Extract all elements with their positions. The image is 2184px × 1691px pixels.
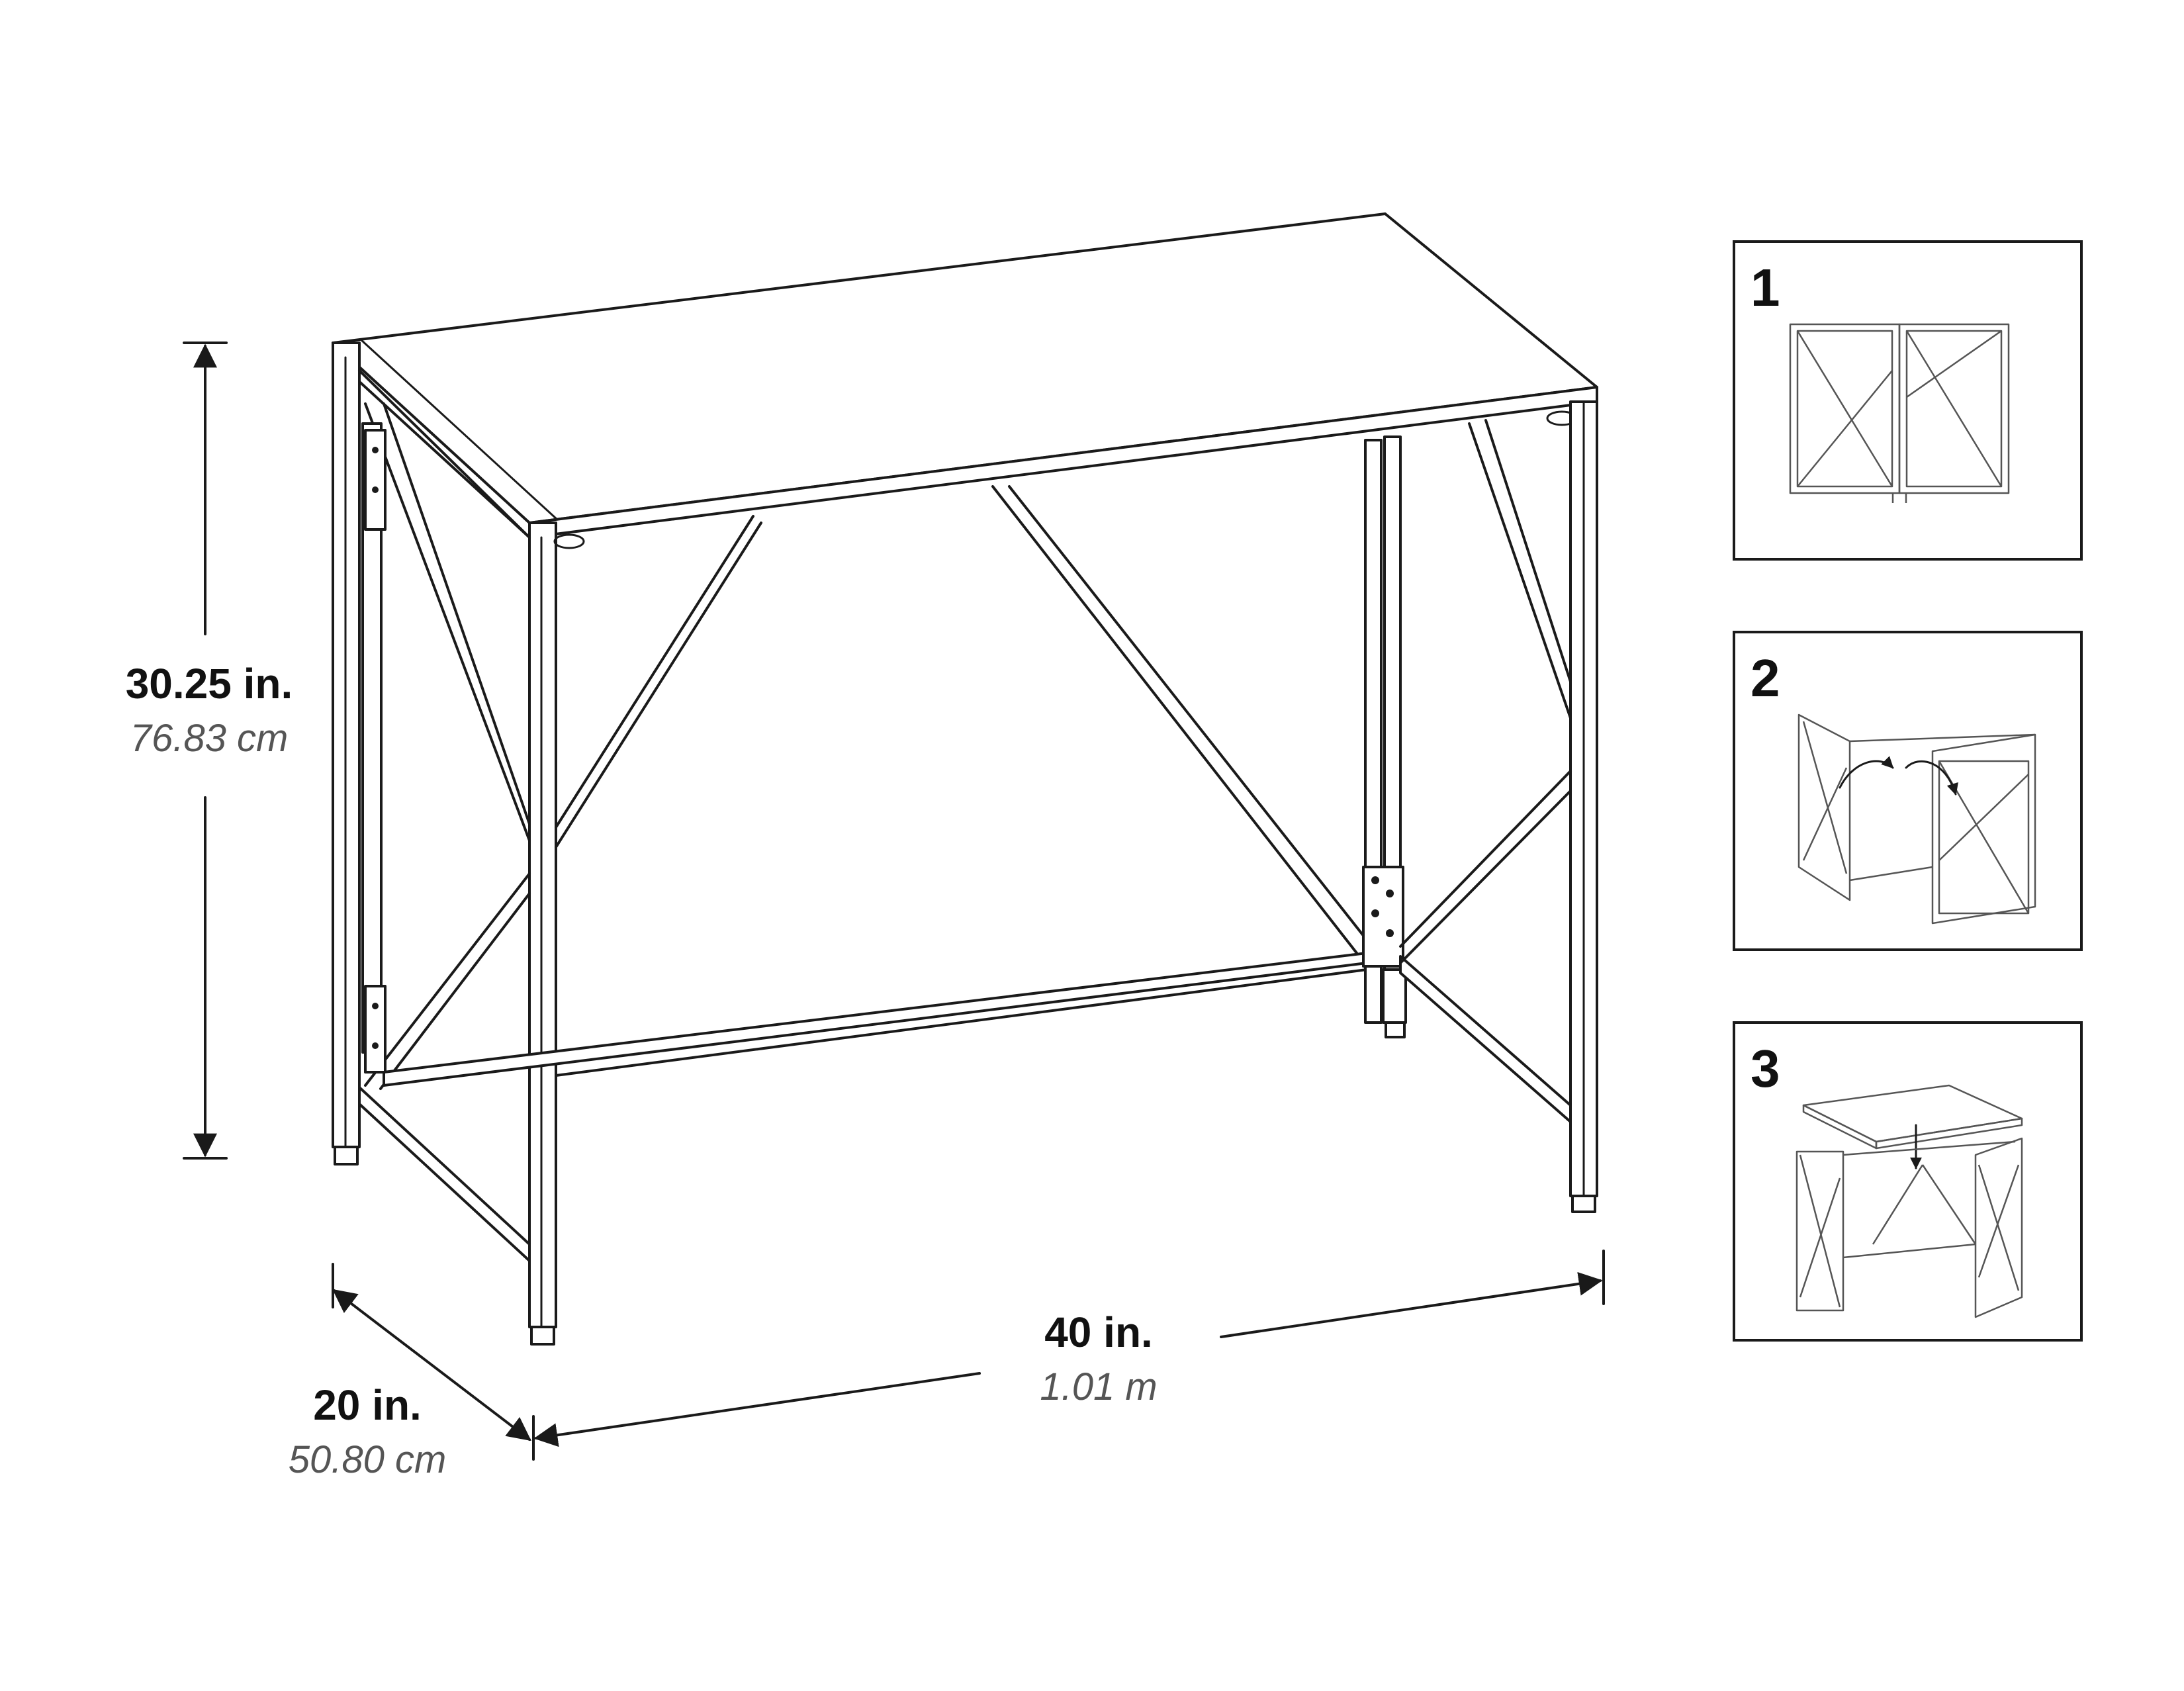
step-3-top-placement: [1796, 1084, 2023, 1318]
depth-imperial-label: 20 in.: [313, 1381, 422, 1429]
depth-dimension: 20 in. 50.80 cm: [289, 1263, 535, 1481]
width-imperial-label: 40 in.: [1044, 1308, 1153, 1356]
right-side-frame: [1399, 400, 1598, 1213]
step-2-unfolding-frames: [1797, 713, 2036, 925]
desk-tabletop: [332, 212, 1598, 539]
width-dimension: 40 in. 1.01 m: [533, 1250, 1605, 1447]
step-3-panel: 3: [1733, 1021, 2083, 1342]
step-1-number: 1: [1751, 258, 1780, 317]
width-metric-label: 1.01 m: [1040, 1365, 1157, 1408]
depth-metric-label: 50.80 cm: [289, 1438, 447, 1481]
left-side-frame: [332, 342, 557, 1346]
step-2-number: 2: [1751, 649, 1780, 708]
step-1-folded-frames: [1789, 323, 2010, 503]
height-metric-label: 76.83 cm: [130, 717, 289, 760]
center-hinge-post: [1362, 435, 1407, 1038]
height-imperial-label: 30.25 in.: [126, 660, 293, 708]
step-1-panel: 1: [1733, 240, 2083, 561]
step-2-panel: 2: [1733, 631, 2083, 951]
height-dimension: 30.25 in. 76.83 cm: [126, 342, 293, 1160]
desk-illustration: [332, 212, 1598, 1346]
step-3-number: 3: [1751, 1039, 1780, 1098]
back-braces: [553, 410, 1578, 954]
